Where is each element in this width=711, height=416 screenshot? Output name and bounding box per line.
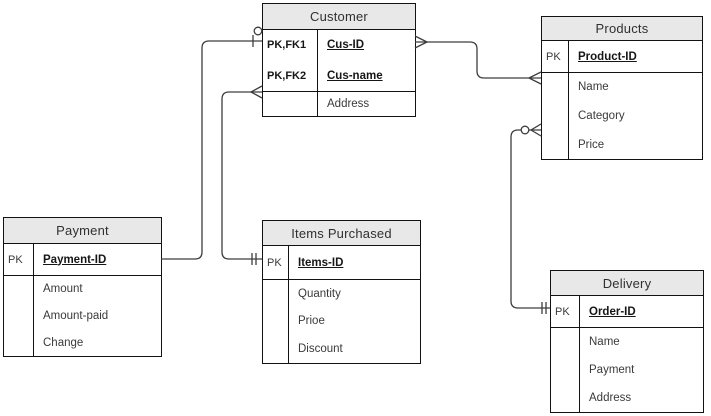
zero-or-many-symbol [520,123,542,137]
attribute: Change [43,336,84,349]
attribute: Name [589,336,620,348]
key-label: PK [555,305,570,318]
entity-payment[interactable]: Payment PK Payment-ID Amount Amount-paid… [3,217,162,357]
entity-customer-title[interactable]: Customer [263,4,415,30]
crow-foot-many-symbol [250,85,263,99]
connector-items-customer[interactable] [221,85,263,265]
key-label: PK,FK2 [267,69,307,82]
entity-items-purchased[interactable]: Items Purchased PK Items-ID Quantity Pri… [262,220,421,364]
entity-customer[interactable]: Customer PK,FK1 PK,FK2 Cus-ID Cus-name A… [262,3,416,117]
attribute-primary-key: Product-ID [578,50,637,63]
crow-foot-many-symbol [414,35,428,49]
connector-payment-customer[interactable] [161,26,263,260]
entity-payment-title[interactable]: Payment [4,218,161,244]
attribute-primary-key: Cus-ID [327,39,365,52]
attribute: Address [589,392,632,404]
entity-delivery-title[interactable]: Delivery [551,271,703,296]
attribute-primary-key: Cus-name [327,69,383,82]
entity-payment-body: PK Payment-ID Amount Amount-paid Change [4,244,161,356]
attribute: Price [578,138,605,151]
entity-items-purchased-title[interactable]: Items Purchased [263,221,420,246]
attribute: Name [578,81,609,94]
entity-products[interactable]: Products PK Product-ID Name Category Pri… [541,16,703,160]
attribute: Category [578,109,625,122]
entity-customer-body: PK,FK1 PK,FK2 Cus-ID Cus-name Address [263,30,415,116]
crow-foot-many-symbol [528,71,542,85]
entity-products-title[interactable]: Products [542,17,702,41]
connector-customer-products[interactable] [414,35,542,85]
key-label: PK [546,50,561,63]
entity-delivery-body: PK Order-ID Name Payment Address [551,296,703,412]
attribute: Prioe [298,315,325,328]
entity-products-body: PK Product-ID Name Category Price [542,41,702,159]
attribute-primary-key: Items-ID [298,256,344,269]
zero-or-one-symbol [252,26,263,47]
entity-items-purchased-body: PK Items-ID Quantity Prioe Discount [263,246,420,363]
attribute-primary-key: Order-ID [589,305,636,318]
entity-delivery[interactable]: Delivery PK Order-ID Name Payment Addres… [550,270,704,413]
attribute: Discount [298,343,343,356]
key-label: PK [267,256,282,269]
attribute: Amount [43,283,83,296]
attribute: Address [327,98,370,110]
attribute: Payment [589,364,635,376]
one-and-only-one-symbol [251,253,257,265]
attribute: Amount-paid [43,309,109,322]
key-label: PK,FK1 [267,39,307,52]
one-and-only-one-symbol [541,302,547,314]
key-label: PK [8,253,23,266]
attribute: Quantity [298,287,341,300]
attribute-primary-key: Payment-ID [43,253,107,266]
